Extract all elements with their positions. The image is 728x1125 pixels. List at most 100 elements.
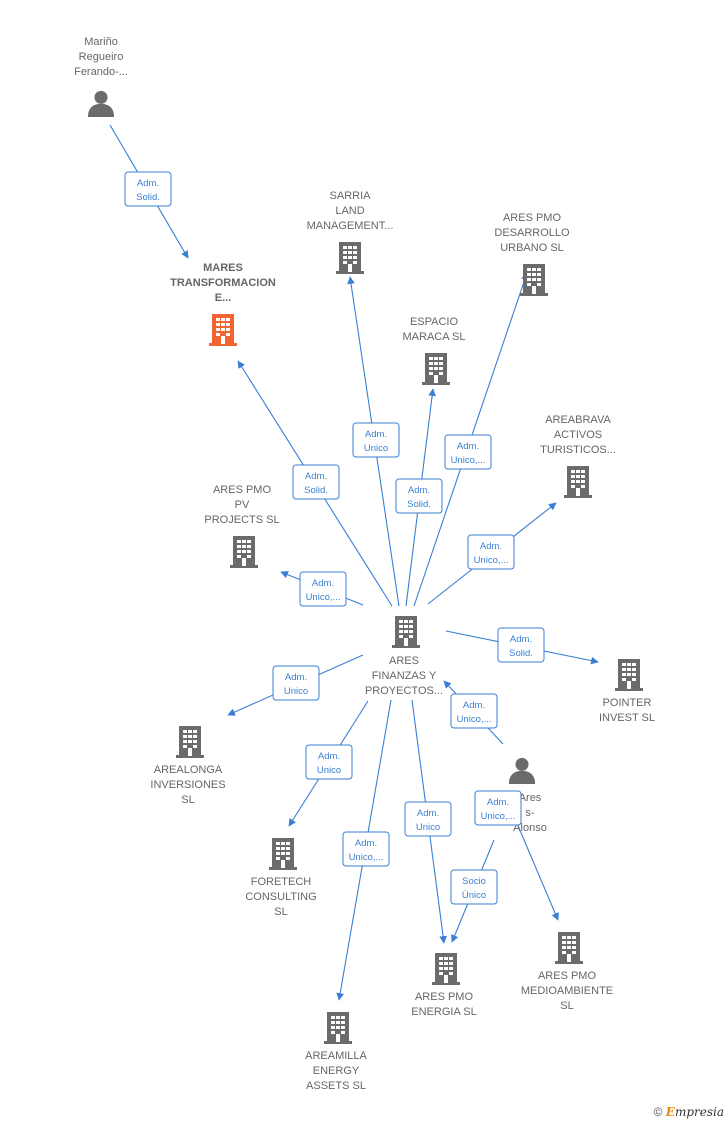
- node-label: TRANSFORMACION: [170, 277, 276, 289]
- edge-label-text: Adm.: [355, 838, 377, 849]
- edge-label-text: Adm.: [318, 751, 340, 762]
- edge-label-text: Unico,...: [451, 455, 486, 466]
- edge-label-text: Unico: [284, 686, 308, 697]
- building-icon: [615, 659, 643, 691]
- edge-label-text: Unico: [364, 443, 388, 454]
- copyright-symbol: ©: [653, 1105, 663, 1119]
- footer-brand[interactable]: © Empresia: [654, 1105, 724, 1119]
- node-label: Mariño: [84, 36, 118, 48]
- edge-label-finanzas-to-areamilla[interactable]: Adm. Unico,...: [342, 831, 390, 867]
- edge-label-text: Unico: [416, 822, 440, 833]
- node-label: INVERSIONES: [150, 779, 225, 791]
- building-icon: [555, 932, 583, 964]
- edge-label-box: [305, 744, 353, 780]
- edge-label-finanzas-to-pointer[interactable]: Adm.Solid.: [497, 627, 545, 663]
- node-mares[interactable]: MARESTRANSFORMACIONE...: [170, 262, 276, 346]
- node-finanzas[interactable]: ARES FINANZAS Y PROYECTOS...: [365, 616, 443, 697]
- edge-label-box: [404, 801, 452, 837]
- node-label: ARES: [389, 655, 419, 667]
- building-icon: [230, 536, 258, 568]
- edge-label-text: Adm.: [510, 634, 532, 645]
- node-label: SL: [560, 1000, 573, 1012]
- edge-label-box: [352, 422, 400, 458]
- building-icon: [392, 616, 420, 648]
- edge-label-person2-to-medioambiente[interactable]: Adm.Unico,...: [474, 790, 522, 826]
- node-marino[interactable]: MariñoRegueiroFerando-...: [74, 36, 128, 117]
- edge-label-box: [444, 434, 492, 470]
- edge-label-text: Adm.: [463, 700, 485, 711]
- node-label: ACTIVOS: [554, 429, 602, 441]
- node-label: PROJECTS SL: [204, 514, 279, 526]
- building-icon: [432, 953, 460, 985]
- node-label: s-: [525, 807, 535, 819]
- edge-label-finanzas-to-arealonga[interactable]: Adm. Unico: [272, 665, 320, 701]
- node-label: MARACA SL: [403, 331, 466, 343]
- node-espacio[interactable]: ESPACIO MARACA SL: [403, 316, 466, 385]
- node-label: FINANZAS Y: [372, 670, 437, 682]
- edge-label-finanzas-to-espacio[interactable]: Adm. Solid.: [395, 478, 443, 514]
- edge-label-finanzas-to-desarrollo[interactable]: Adm.Unico,...: [444, 434, 492, 470]
- node-label: Alonso: [513, 822, 547, 834]
- node-label: Ares: [519, 792, 542, 804]
- edge-label-finanzas-to-foretech[interactable]: Adm. Unico: [305, 744, 353, 780]
- building-icon: [176, 726, 204, 758]
- edge-label-text: Adm.: [285, 672, 307, 683]
- edge-label-text: Unico,...: [349, 852, 384, 863]
- edge-label-text: Único: [462, 890, 486, 901]
- edge-labels-layer: Adm.Solid.Adm.Solid.Adm.UnicoAdm.Solid.A…: [124, 171, 545, 905]
- edge-label-finanzas-to-energia[interactable]: Adm.Unico: [404, 801, 452, 837]
- node-label: TURISTICOS...: [540, 444, 616, 456]
- edge-label-box: [292, 464, 340, 500]
- person-icon: [508, 757, 536, 784]
- node-person2[interactable]: Ares s- Alonso: [508, 757, 547, 834]
- node-label: ENERGY: [313, 1065, 360, 1077]
- edge-label-finanzas-to-sarria[interactable]: Adm. Unico: [352, 422, 400, 458]
- node-label: ASSETS SL: [306, 1080, 366, 1092]
- edge-label-text: Unico,...: [306, 592, 341, 603]
- building-icon: [422, 353, 450, 385]
- edge-label-text: Unico: [317, 765, 341, 776]
- edge-label-text: Unico,...: [474, 555, 509, 566]
- edge-label-text: Adm.: [365, 429, 387, 440]
- edge-label-text: Adm.: [408, 485, 430, 496]
- node-label: PROYECTOS...: [365, 685, 443, 697]
- edge-label-finanzas-to-areabrava[interactable]: Adm.Unico,...: [467, 534, 515, 570]
- node-label: MEDIOAMBIENTE: [521, 985, 613, 997]
- edge-label-text: Adm.: [312, 578, 334, 589]
- node-label: AREABRAVA: [545, 414, 611, 426]
- edge-label-text: Solid.: [136, 192, 160, 203]
- node-label: DESARROLLO: [494, 227, 570, 239]
- edge-label-box: [497, 627, 545, 663]
- edge-label-finanzas-to-pv[interactable]: Adm. Unico,...: [299, 571, 347, 607]
- node-label: ARES PMO: [213, 484, 272, 496]
- edge-label-text: Socio: [462, 876, 486, 887]
- node-sarria[interactable]: SARRIALANDMANAGEMENT...: [307, 190, 394, 274]
- building-icon: [520, 264, 548, 296]
- node-label: AREALONGA: [154, 764, 223, 776]
- edge-label-box: [450, 693, 498, 729]
- edge-label-text: Unico,...: [481, 811, 516, 822]
- node-label: ARES PMO: [503, 212, 562, 224]
- edge-label-box: [474, 790, 522, 826]
- building-icon: [564, 466, 592, 498]
- person-icon: [87, 90, 115, 117]
- edge-label-text: Solid.: [407, 499, 431, 510]
- edge-label-person2-to-finanzas[interactable]: Adm.Unico,...: [450, 693, 498, 729]
- edge-label-box: [450, 869, 498, 905]
- node-label: SARRIA: [330, 190, 372, 202]
- node-areabrava[interactable]: AREABRAVA ACTIVOS TURISTICOS...: [540, 414, 616, 498]
- edge-label-box: [272, 665, 320, 701]
- edge-label-finanzas-to-mares[interactable]: Adm.Solid.: [292, 464, 340, 500]
- node-label: ESPACIO: [410, 316, 459, 328]
- edge-label-marino-to-mares[interactable]: Adm.Solid.: [124, 171, 172, 207]
